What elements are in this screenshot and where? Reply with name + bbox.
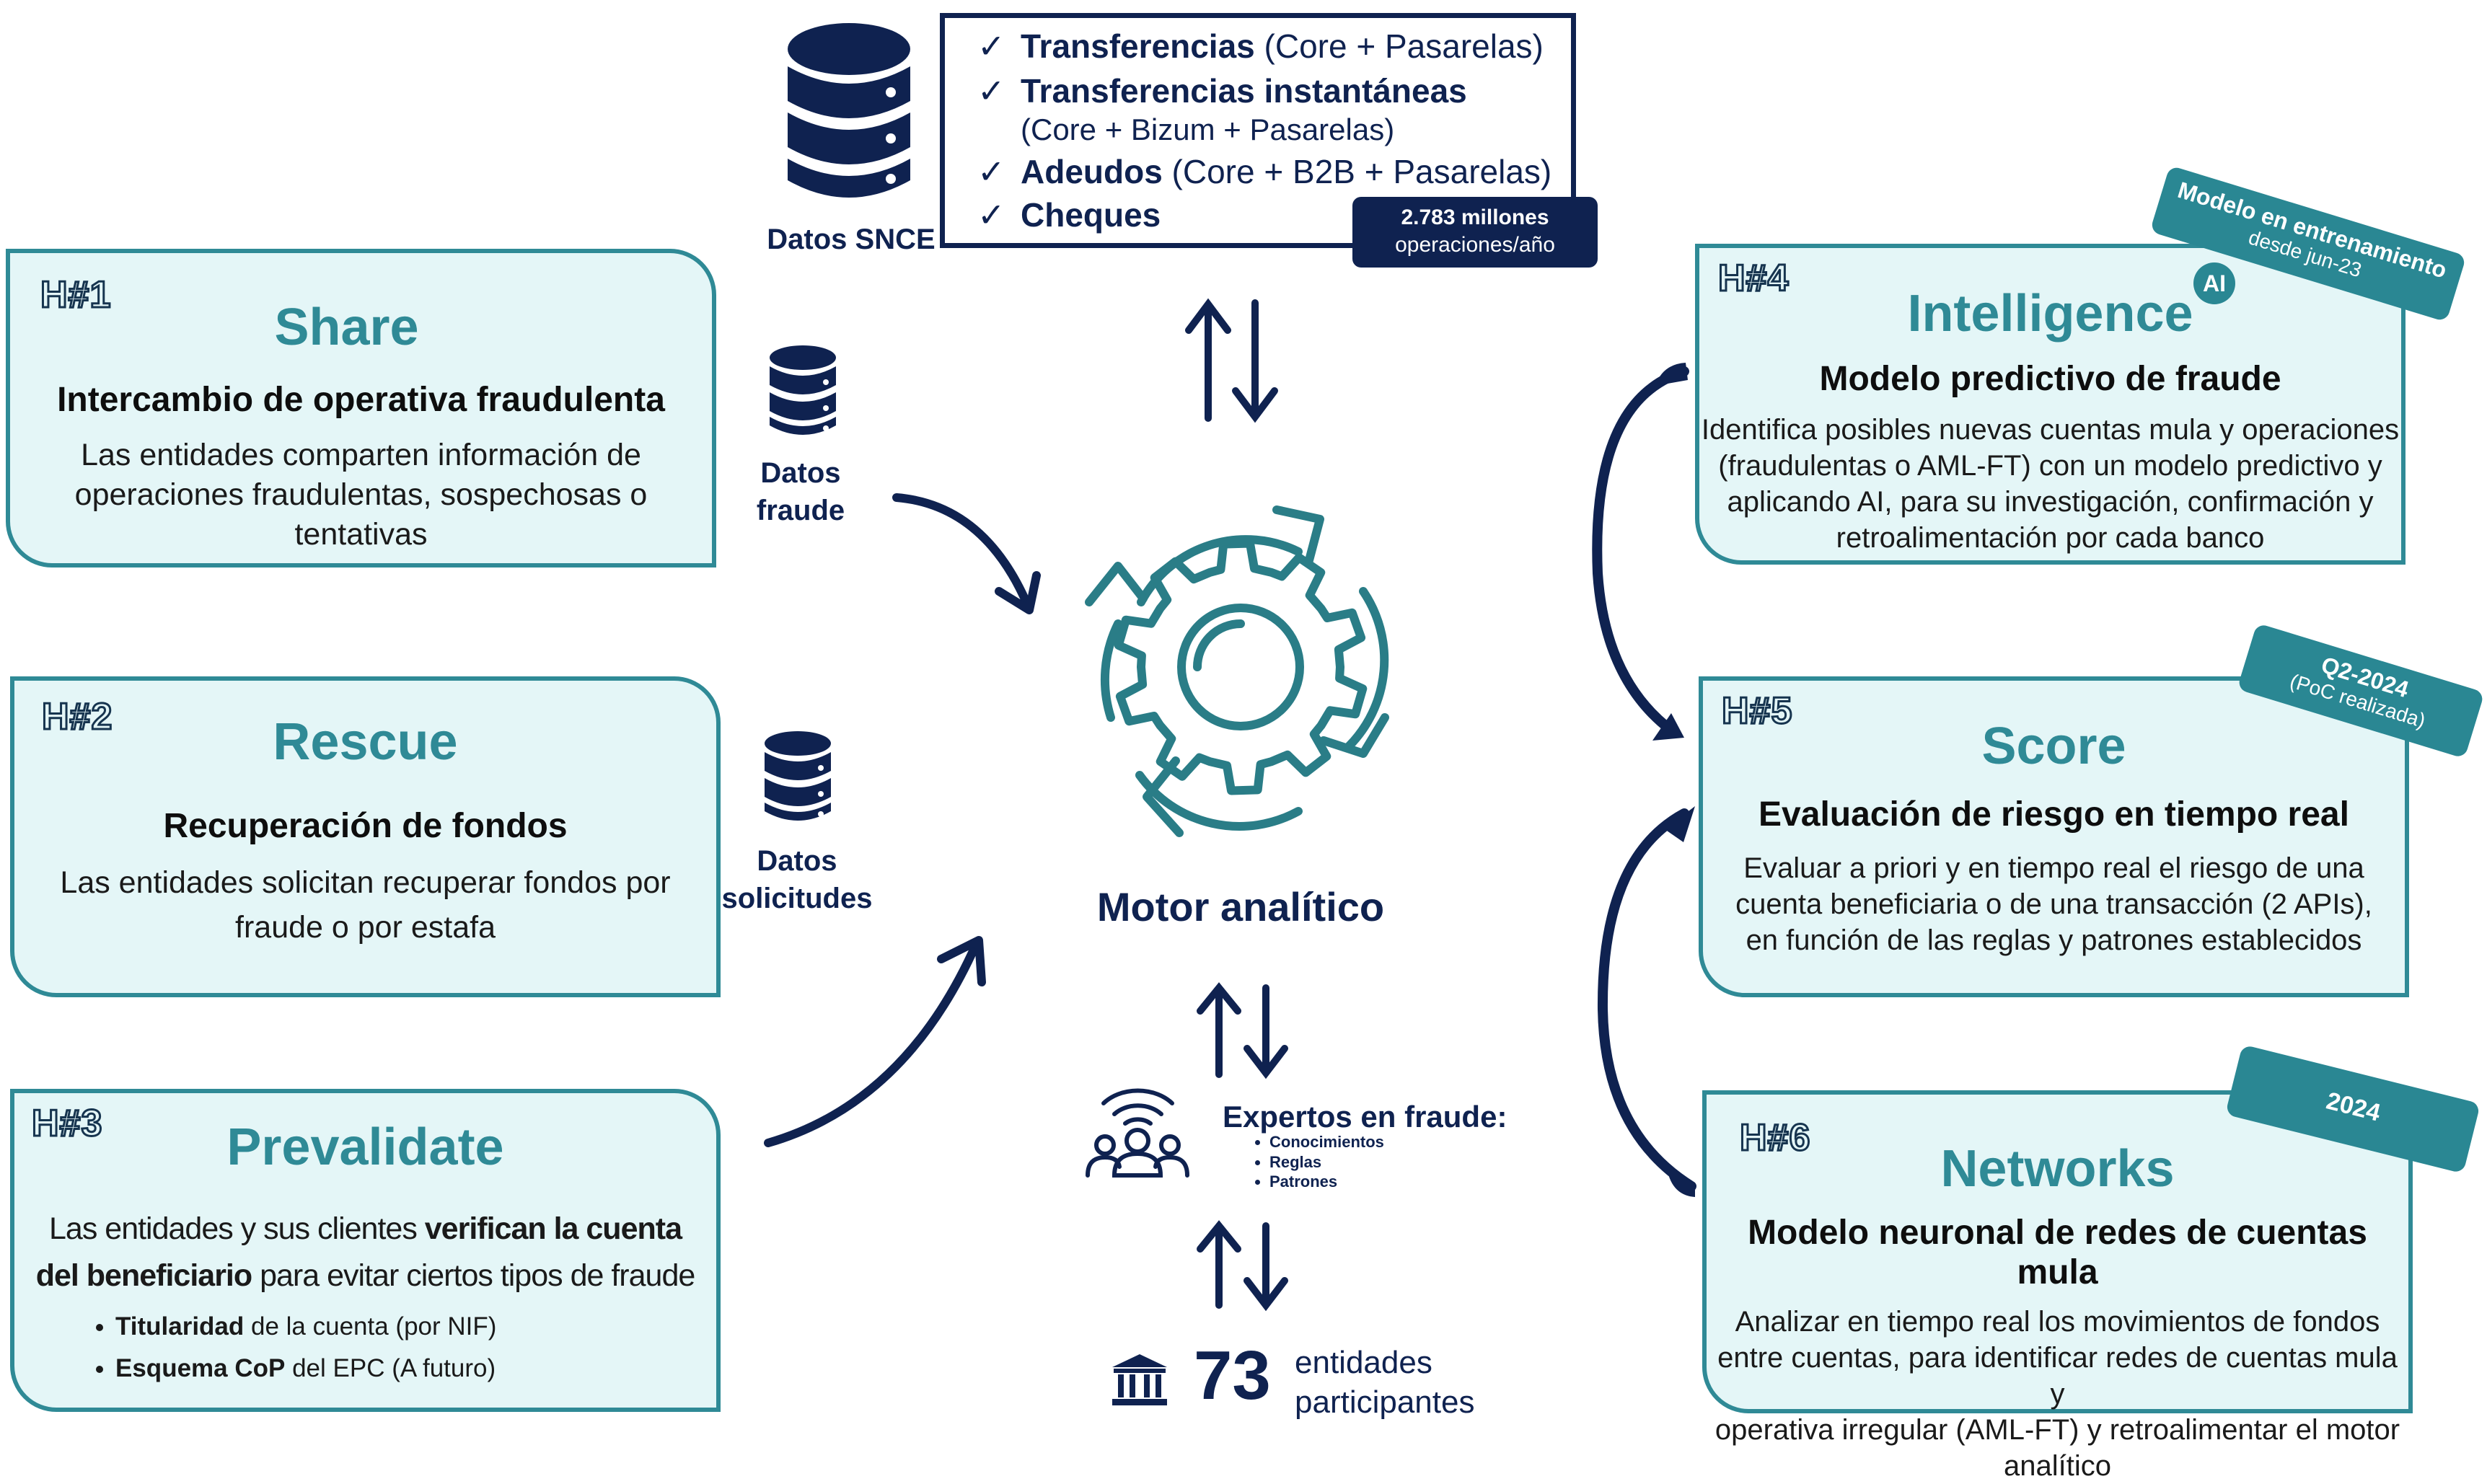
bidirectional-arrow-icon: [1185, 298, 1278, 423]
card-title: Prevalidate: [226, 1118, 504, 1176]
card-score: H#5 Score Evaluación de riesgo en tiempo…: [1699, 676, 2409, 997]
card-body: Identifica posibles nuevas cuentas mula …: [1701, 414, 2400, 554]
list-item: Esquema CoP del EPC (A futuro): [115, 1348, 716, 1390]
card-title: Intelligence: [1907, 285, 2193, 343]
card-intelligence: H#4 Intelligence Modelo predictivo de fr…: [1695, 244, 2405, 565]
snce-item-instantaneas: ✓Transferencias instantáneas: [977, 72, 1467, 110]
check-icon: ✓: [977, 153, 1005, 190]
database-icon: [765, 731, 831, 821]
operations-count: 2.783 millones: [1401, 206, 1549, 229]
card-body: Evaluar a priori y en tiempo real el rie…: [1735, 852, 2372, 956]
card-id: H#6: [1738, 1116, 1811, 1160]
card-share: H#1 Share Intercambio de operativa fraud…: [6, 249, 716, 567]
bidirectional-arrow-icon: [1197, 1220, 1288, 1312]
check-icon: ✓: [977, 27, 1005, 65]
curved-arrow-icon: [892, 493, 1041, 614]
list-item: Conocimientos: [1269, 1132, 1384, 1152]
card-networks: H#6 Networks Modelo neuronal de redes de…: [1702, 1090, 2413, 1482]
snce-item-transferencias: ✓Transferencias (Core + Pasarelas): [977, 27, 1544, 65]
card-title: Share: [274, 299, 419, 356]
card-subtitle: Intercambio de operativa fraudulenta: [57, 381, 665, 419]
ai-badge: AI: [2193, 262, 2235, 304]
card-id: H#5: [1720, 689, 1793, 733]
curved-arrow-icon: [764, 936, 986, 1147]
bank-icon: [1112, 1354, 1167, 1405]
list-item: Patrones: [1269, 1172, 1384, 1192]
operations-badge: 2.783 millones operaciones/año: [1352, 197, 1598, 268]
curved-arrow-icon: [1597, 806, 1696, 1197]
check-icon: ✓: [977, 72, 1005, 110]
card-subtitle: Evaluación de riesgo en tiempo real: [1758, 795, 2349, 834]
card-id: H#3: [30, 1102, 103, 1146]
card-rescue: H#2 Rescue Recuperación de fondos Las en…: [10, 676, 721, 997]
snce-item-cheques: ✓Cheques: [977, 196, 1161, 234]
curved-arrow-icon: [1592, 363, 1689, 741]
card-title: Rescue: [273, 713, 458, 771]
card-subtitle: Recuperación de fondos: [163, 807, 568, 845]
list-item: Titularidad de la cuenta (por NIF): [115, 1306, 716, 1348]
card-bullets: Titularidad de la cuenta (por NIF) Esque…: [50, 1306, 716, 1390]
expertos-title: Expertos en fraude:: [1223, 1100, 1507, 1134]
card-id: H#2: [40, 695, 113, 739]
operations-unit: operaciones/año: [1395, 233, 1555, 257]
card-title: Networks: [1940, 1140, 2175, 1198]
snce-item-adeudos: ✓Adeudos (Core + B2B + Pasarelas): [977, 153, 1552, 190]
card-body: Las entidades y sus clientes verifican l…: [35, 1211, 696, 1293]
snce-instant-sub: (Core + Bizum + Pasarelas): [1021, 112, 1395, 146]
entidades-count: 73: [1194, 1337, 1271, 1414]
card-body: Analizar en tiempo real los movimientos …: [1715, 1306, 2400, 1482]
gear-icon: [1085, 505, 1389, 837]
datos-snce-label: Datos SNCE: [767, 224, 936, 255]
card-title: Score: [1981, 717, 2126, 775]
card-subtitle: Modelo predictivo de fraude: [1819, 360, 2281, 398]
card-subtitle: Modelo neuronal de redes de cuentas mula: [1748, 1214, 2367, 1291]
card-id: H#1: [39, 273, 112, 317]
card-prevalidate: H#3 Prevalidate Las entidades y sus clie…: [10, 1089, 721, 1412]
database-icon: [788, 23, 910, 198]
check-icon: ✓: [977, 196, 1005, 234]
bidirectional-arrow-icon: [1197, 982, 1288, 1079]
list-item: Reglas: [1269, 1152, 1384, 1172]
snce-box: ✓Transferencias (Core + Pasarelas) ✓Tran…: [940, 13, 1576, 248]
expertos-list: Conocimientos Reglas Patrones: [1235, 1132, 1384, 1192]
motor-analitico-label: Motor analítico: [1096, 884, 1385, 929]
experts-group-icon: [1086, 1088, 1189, 1178]
database-icon: [770, 345, 836, 435]
card-body: Las entidades solicitan recuperar fondos…: [60, 865, 671, 945]
card-id: H#4: [1717, 257, 1790, 301]
